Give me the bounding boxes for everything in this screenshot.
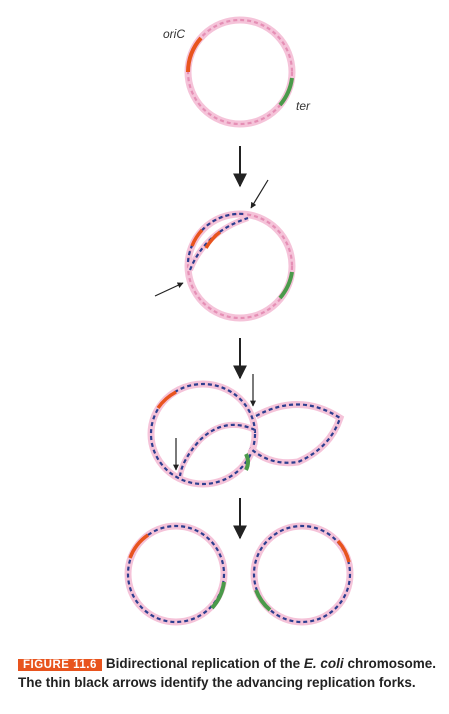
caption-organism: E. coli — [303, 656, 344, 671]
oric-label: oriC — [163, 27, 185, 41]
ter-label: ter — [296, 99, 311, 113]
caption-text-a: Bidirectional replication of the — [105, 656, 304, 671]
stage-3-late-replication — [147, 374, 345, 488]
fork-arrow-lower — [154, 282, 184, 297]
figure-number-tag: FIGURE 11.6 — [18, 659, 102, 671]
caption-text-b: chromosome. The thin black arrows identi… — [18, 656, 436, 690]
stage-1-parent-chromosome: oriC ter — [163, 16, 311, 128]
fork-arrow-upper — [250, 179, 269, 209]
ter-region — [278, 77, 294, 107]
stage2-inner-helix — [187, 215, 249, 272]
stage-2-early-replication — [154, 179, 296, 322]
stage-4-daughter-chromosomes — [124, 522, 354, 626]
stage2-new-strand-outer — [186, 212, 245, 263]
replication-diagram: oriC ter — [124, 16, 354, 626]
oric-region — [186, 36, 203, 73]
